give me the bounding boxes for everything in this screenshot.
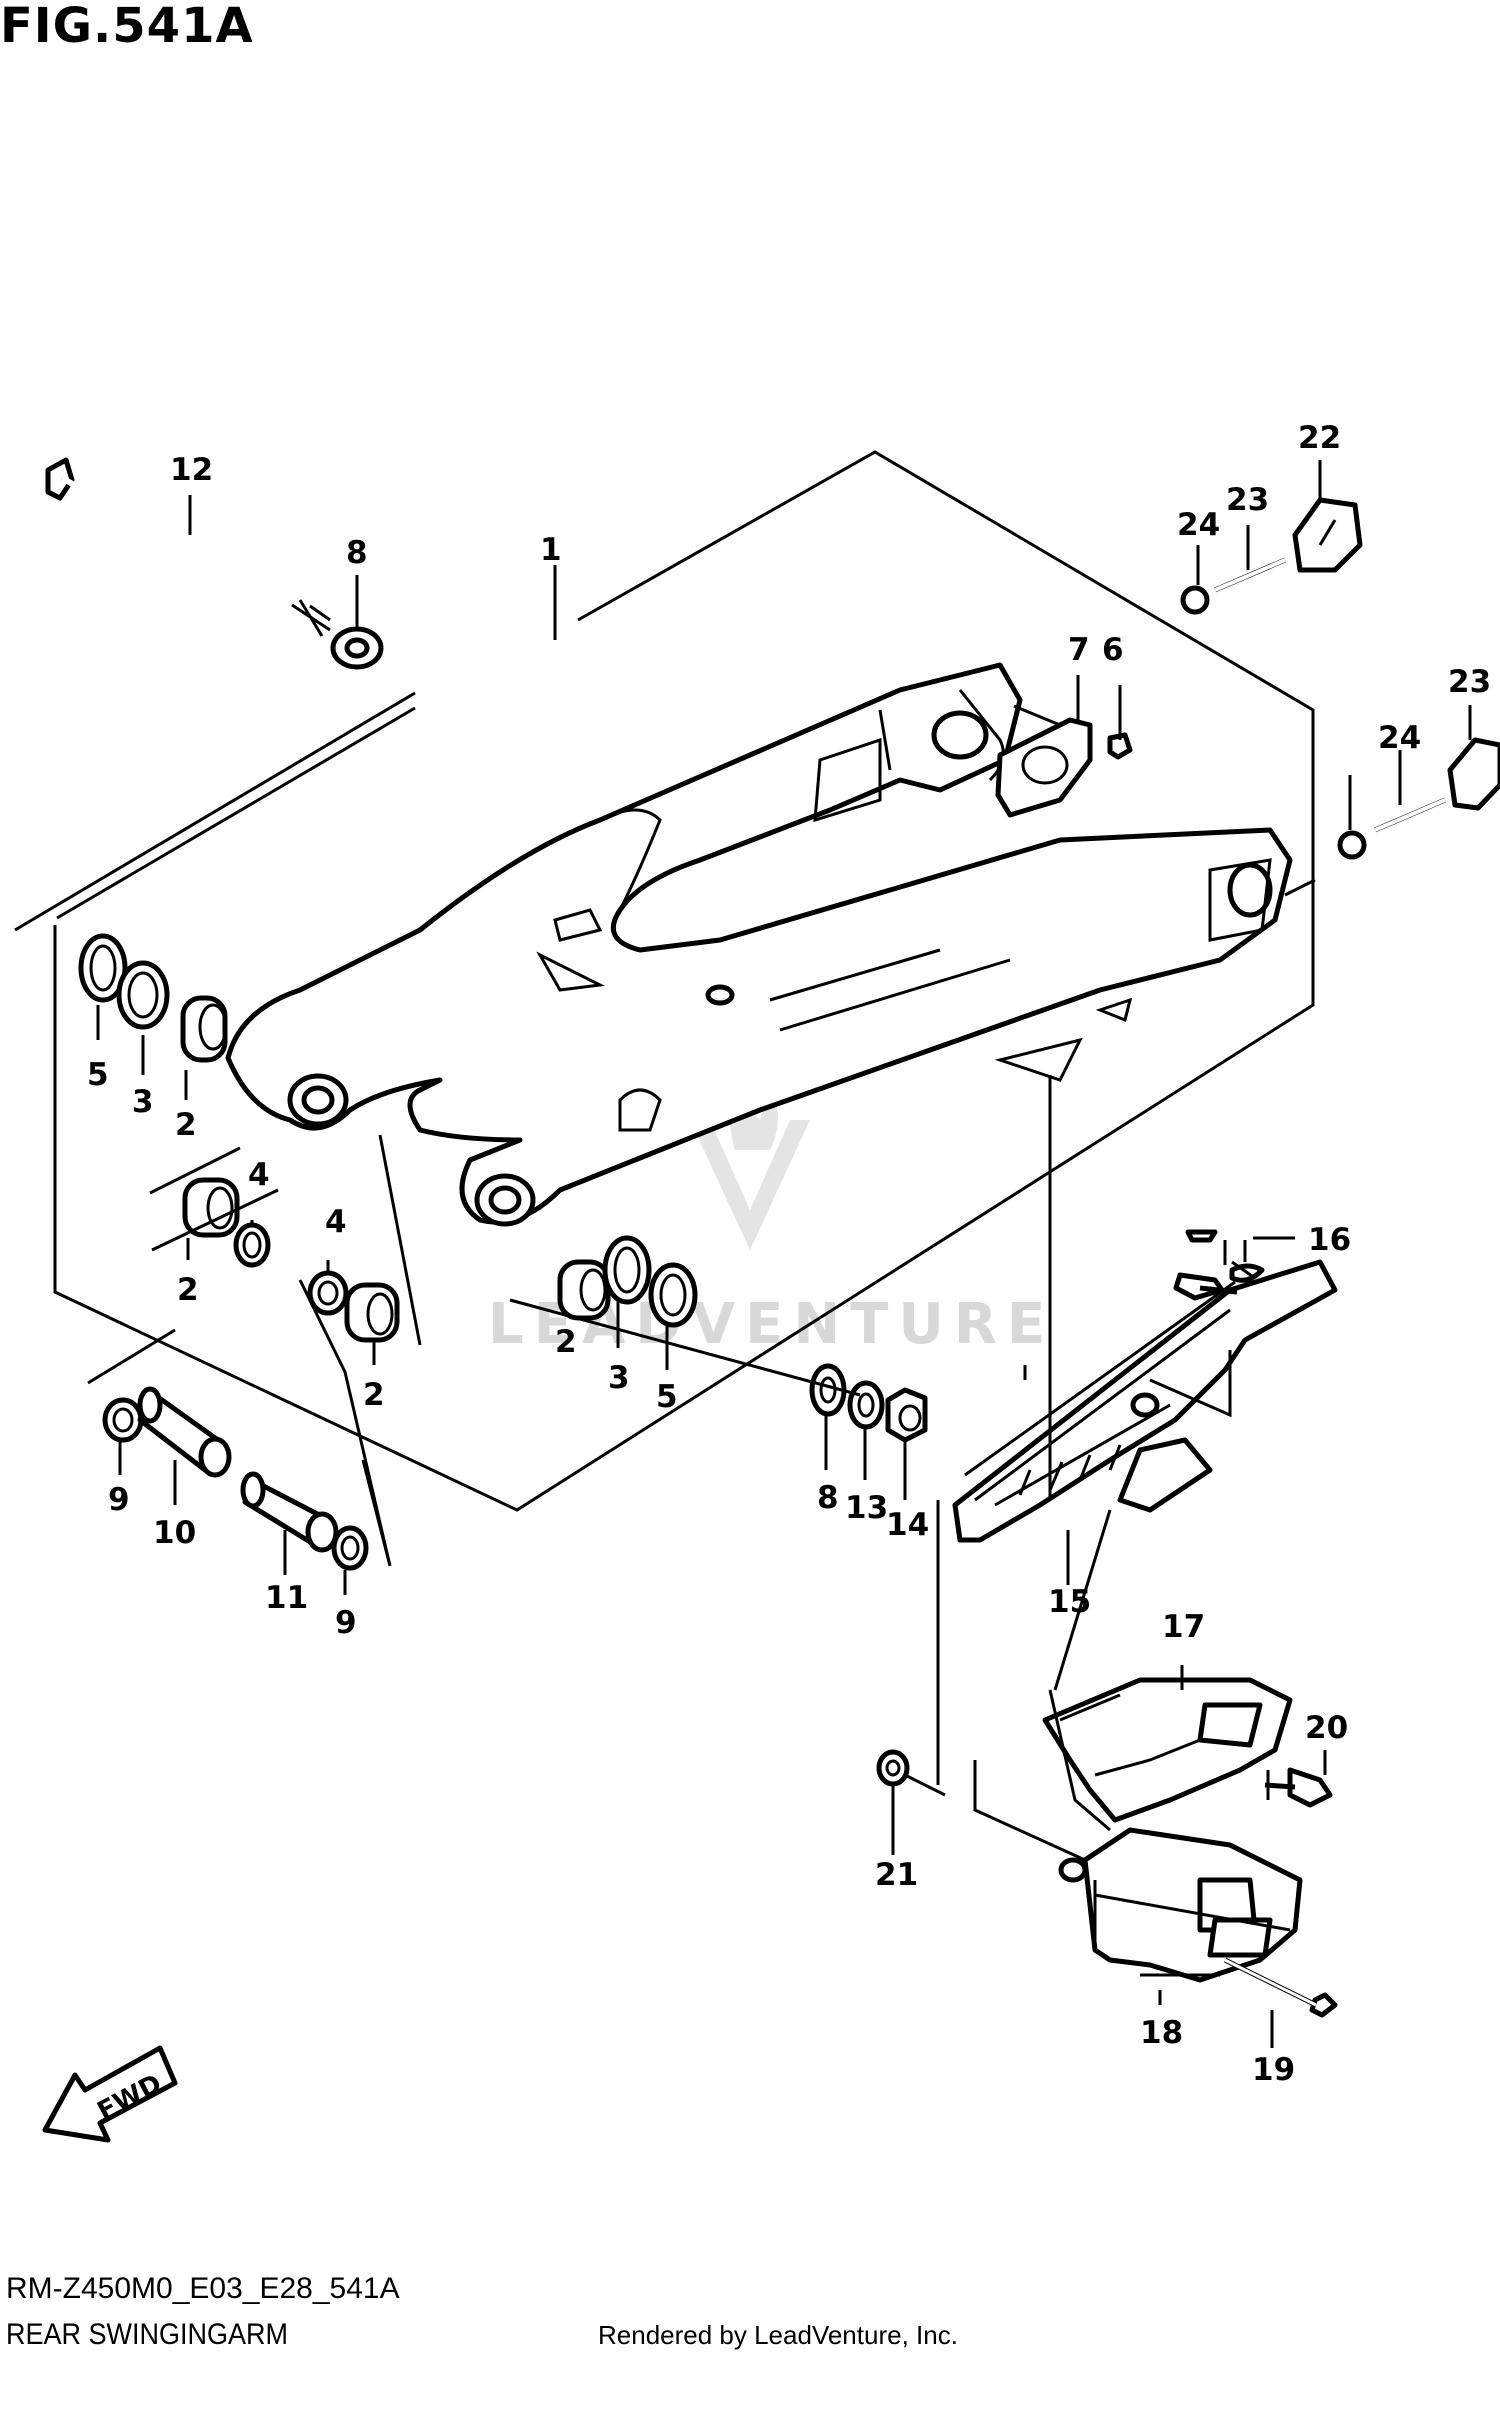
drawing-name: REAR SWINGINGARM (6, 2318, 289, 2351)
callout-13: 14 (886, 1507, 929, 1543)
axle-nut-washers (509, 1298, 928, 1443)
callout-1: 1 (540, 532, 562, 568)
chain-slider (952, 1229, 1338, 1543)
callout-15: 16 (1308, 1222, 1351, 1258)
callout-10: 11 (265, 1580, 308, 1616)
callout-17: 18 (1140, 2015, 1183, 2051)
fwd-arrow: FWD (42, 2045, 178, 2143)
callout-2: 2 (175, 1107, 197, 1143)
callout-23: 24 (1378, 720, 1421, 756)
callout-24: 24 (1177, 507, 1220, 543)
callout-8: 8 (346, 535, 368, 571)
collars (87, 1134, 422, 1571)
callout-9: 9 (335, 1605, 357, 1641)
swingarm (225, 662, 1293, 1227)
callout-23: 23 (1226, 482, 1269, 518)
callout-2: 2 (363, 1377, 385, 1413)
callout-5: 5 (87, 1057, 109, 1093)
callout-5: 5 (656, 1379, 678, 1415)
callout-2: 2 (177, 1272, 199, 1308)
callout-18: 19 (1252, 2052, 1295, 2088)
chain-guide (876, 1075, 1338, 2018)
assembly-outline (14, 450, 1315, 1512)
callout-4: 4 (325, 1204, 347, 1240)
callout-2: 2 (555, 1324, 577, 1360)
callout-14: 15 (1048, 1584, 1091, 1620)
callout-6: 6 (1102, 632, 1124, 668)
callout-11: 12 (170, 452, 213, 488)
pivot-axle (45, 457, 384, 670)
callout-12: 13 (845, 1490, 888, 1526)
figure-title: FIG.541A (0, 0, 254, 54)
callout-3: 3 (132, 1084, 154, 1120)
callout-7: 7 (1068, 632, 1090, 668)
callout-22: 23 (1448, 664, 1491, 700)
callout-labels: 12 8 1 5 3 2 4 2 4 2 2 3 5 9 10 11 9 8 1… (87, 420, 1491, 2088)
bearing-seals (78, 933, 698, 1343)
callout-10: 10 (153, 1515, 196, 1551)
chain-adjusters (995, 497, 1500, 897)
callout-21: 22 (1298, 420, 1341, 456)
callout-3: 3 (608, 1360, 630, 1396)
callout-9: 9 (108, 1482, 130, 1518)
callout-19: 20 (1305, 1710, 1348, 1746)
callout-20: 21 (875, 1857, 918, 1893)
drawing-code: RM-Z450M0_E03_E28_541A (6, 2272, 400, 2305)
leader-lines (96, 460, 1472, 2048)
callout-16: 17 (1162, 1609, 1205, 1645)
callout-8: 8 (817, 1480, 839, 1516)
render-credit: Rendered by LeadVenture, Inc. (598, 2320, 958, 2350)
callout-4: 4 (248, 1157, 270, 1193)
